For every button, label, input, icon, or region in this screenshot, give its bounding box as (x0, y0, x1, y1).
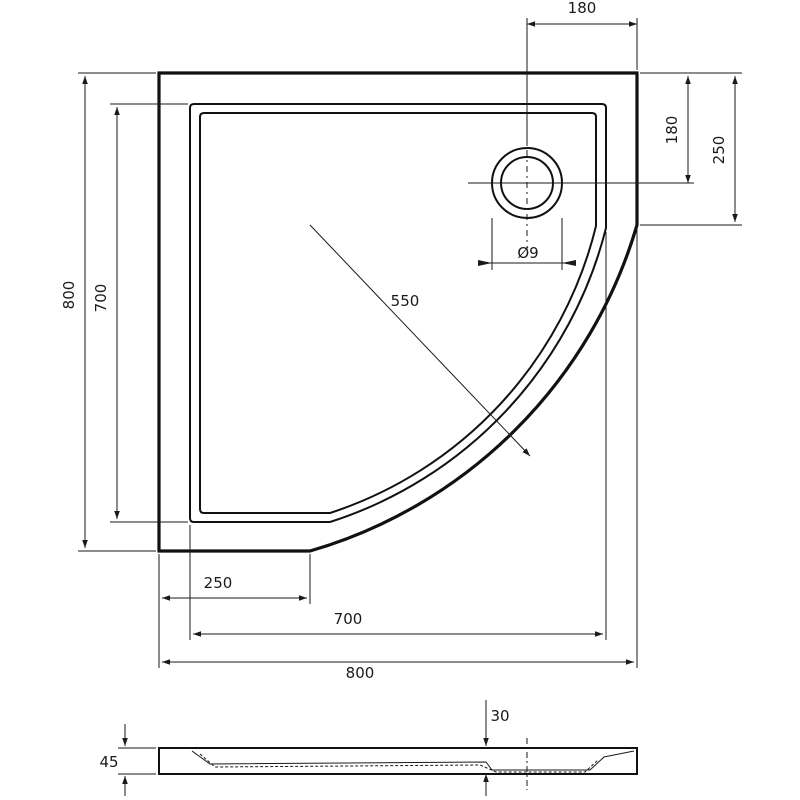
profile-basin-inner (199, 753, 599, 773)
tray-profile-view (158, 747, 638, 775)
label-overall-height: 800 (60, 281, 78, 310)
dim-profile-thickness: 45 (99, 724, 156, 796)
dim-drain-offset-right: 180 (468, 72, 694, 184)
tray-outer-outline (157, 71, 639, 553)
dim-overall-width: 800 (162, 228, 638, 682)
dim-inner-width: 700 (189, 232, 607, 640)
tray-rim-outline (189, 103, 607, 523)
dim-overall-height: 800 (60, 72, 156, 552)
dim-drain-depth: 30 (483, 700, 528, 796)
label-radius: 550 (391, 292, 420, 310)
dim-drain-diameter: Ø9 (478, 150, 576, 270)
label-inner-width: 700 (334, 610, 363, 628)
tray-plan-view (157, 71, 639, 553)
label-drain-diameter: Ø9 (517, 244, 538, 262)
label-profile-thickness: 45 (99, 753, 118, 771)
profile-outer-outline (158, 747, 638, 775)
dim-straight-edge-bottom: 250 (158, 554, 311, 668)
dim-straight-edge-right: 250 (640, 72, 742, 226)
tray-basin-outline (199, 112, 597, 514)
profile-basin-outline (191, 750, 635, 771)
label-straight-edge-bottom: 250 (204, 574, 233, 592)
dim-radius: 550 (309, 224, 531, 457)
dim-drain-offset-top: 180 (526, 0, 638, 146)
label-overall-width: 800 (346, 664, 375, 682)
label-straight-edge-right: 250 (710, 136, 728, 165)
label-drain-offset-right: 180 (663, 116, 681, 145)
label-drain-depth: 30 (490, 707, 509, 725)
label-inner-height: 700 (92, 284, 110, 313)
label-drain-offset-top: 180 (568, 0, 597, 17)
dim-inner-height: 700 (92, 103, 188, 523)
